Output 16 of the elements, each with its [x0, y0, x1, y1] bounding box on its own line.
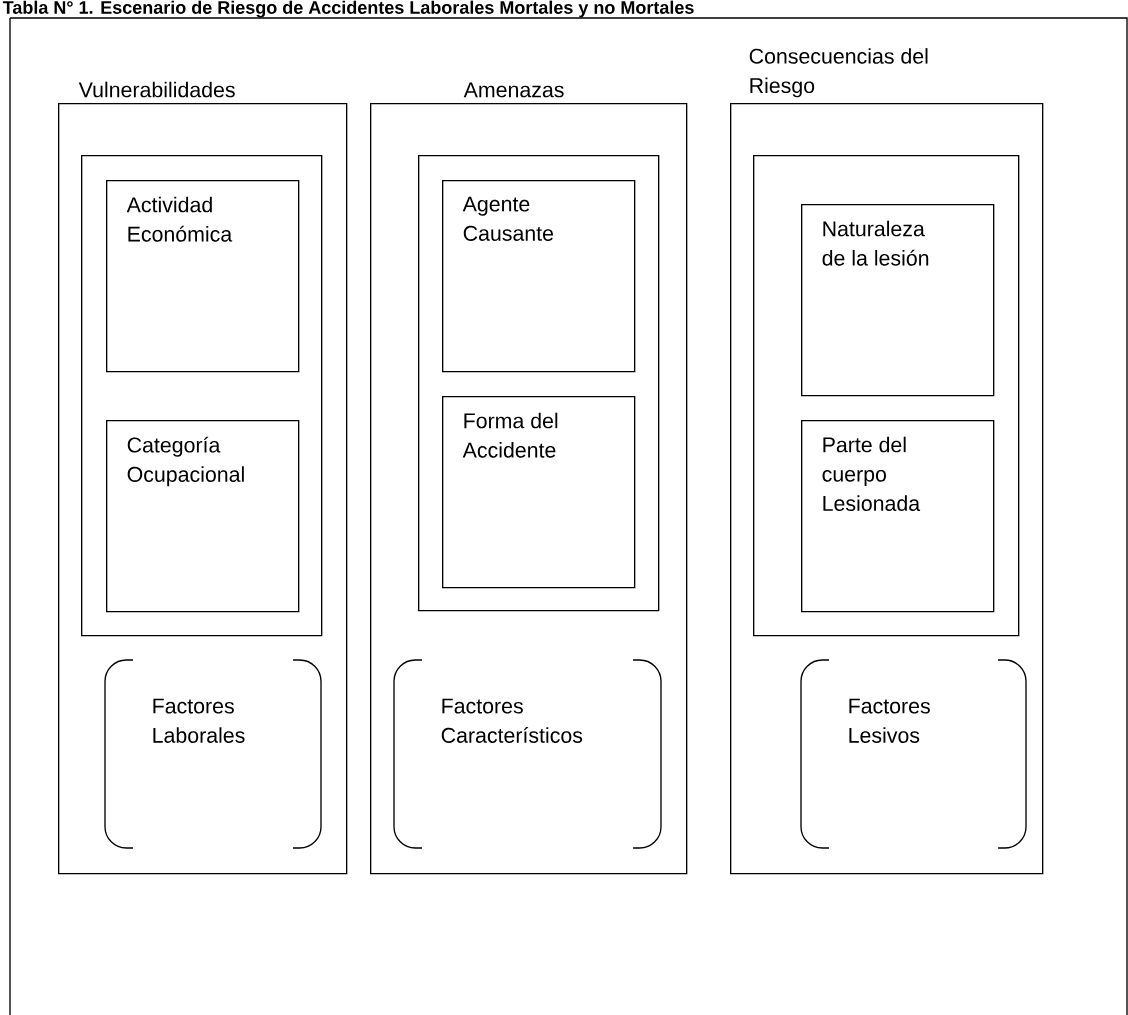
bracket-group: Factores Característicos — [393, 659, 662, 849]
bracket-group: Factores Lesivos — [800, 659, 1027, 849]
node-label: Consecuencias del Riesgo — [749, 48, 928, 98]
node-label: Vulnerabilidades — [78, 81, 235, 98]
text-box: Parte del cuerpo Lesionada — [801, 420, 995, 613]
text-box: Naturaleza de la lesión — [801, 204, 995, 397]
group-box — [418, 155, 660, 612]
text-box: Agente Causante — [442, 180, 636, 373]
group-box — [753, 155, 1020, 637]
node-label: Amenazas — [463, 82, 564, 98]
group-box — [81, 155, 323, 637]
text-box: Forma del Accidente — [442, 396, 636, 589]
bracket-group: Factores Laborales — [104, 659, 322, 849]
text-box: Categoría Ocupacional — [106, 420, 300, 613]
table-title: Tabla N° 1. Escenario de Riesgo de Accidentes Laborales Mortales y no Mortales — [2, 0, 694, 18]
text-box: Actividad Económica — [106, 180, 300, 373]
